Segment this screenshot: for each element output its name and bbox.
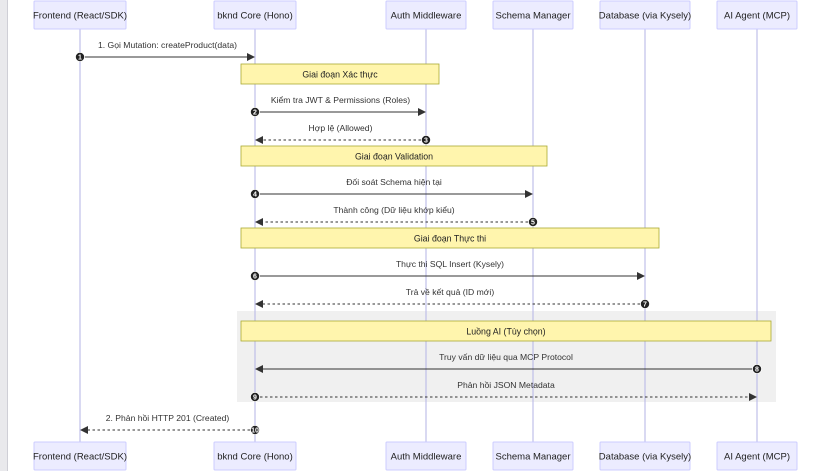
sequence-number-badge	[249, 424, 260, 435]
note-validation-phase: Giai đoạn Validation	[240, 145, 548, 167]
actor-label: AI Agent (MCP)	[724, 11, 790, 22]
message-5: Thành công (Dữ liệu khớp kiểu) 5	[255, 205, 539, 227]
sequence-number: 7	[643, 301, 647, 308]
sequence-number: 10	[251, 427, 259, 434]
sequence-number-badge	[75, 52, 86, 63]
window-edge	[0, 0, 8, 471]
message-label: 2. Phản hồi HTTP 201 (Created)	[106, 413, 230, 423]
actor-bottom-auth: Auth Middleware	[385, 441, 467, 471]
sequence-number-badge	[752, 363, 763, 374]
sequence-number-badge	[249, 270, 260, 281]
message-3: Hợp lệ (Allowed) 3	[255, 123, 431, 145]
sequence-number-badge	[640, 298, 651, 309]
actor-bottom-ai: AI Agent (MCP)	[716, 441, 798, 471]
note-label: Giai đoạn Xác thực	[302, 69, 378, 79]
sequence-number: 8	[755, 366, 759, 373]
note-auth-phase: Giai đoạn Xác thực	[240, 63, 440, 85]
sequence-number: 5	[531, 219, 535, 226]
message-label: Thực thi SQL Insert (Kysely)	[396, 259, 504, 269]
actor-label: Frontend (React/SDK)	[33, 452, 127, 463]
actor-top-ai: AI Agent (MCP)	[716, 0, 798, 30]
sequence-number: 9	[253, 394, 257, 401]
actor-label: bknd Core (Hono)	[217, 11, 293, 22]
message-label: Phản hồi JSON Metadata	[457, 380, 555, 390]
message-label: Đối soát Schema hiện tại	[346, 177, 442, 187]
sequence-number: 3	[424, 137, 428, 144]
actor-top-frontend: Frontend (React/SDK)	[33, 0, 127, 30]
message-2: Kiểm tra JWT & Permissions (Roles) 2	[249, 95, 426, 118]
actor-label: Database (via Kysely)	[599, 452, 691, 463]
message-label: Trả về kết quả (ID mới)	[406, 287, 495, 297]
actor-bottom-frontend: Frontend (React/SDK)	[33, 441, 127, 471]
message-label: 1. Gọi Mutation: createProduct(data)	[98, 40, 237, 50]
actor-label: Auth Middleware	[391, 452, 462, 463]
note-ai-phase: Luồng AI (Tùy chọn)	[240, 320, 772, 342]
note-exec-phase: Giai đoạn Thực thi	[240, 227, 660, 249]
actor-bottom-schema: Schema Manager	[492, 441, 574, 471]
sequence-number-badge	[528, 216, 539, 227]
actor-top-db: Database (via Kysely)	[599, 0, 691, 30]
message-10: 2. Phản hồi HTTP 201 (Created) 10	[80, 413, 260, 435]
sequence-number: 1	[78, 54, 82, 61]
sequence-number: 2	[253, 109, 257, 116]
actor-label: AI Agent (MCP)	[724, 452, 790, 463]
message-4: Đối soát Schema hiện tại 4	[249, 177, 533, 199]
actor-label: Database (via Kysely)	[599, 11, 691, 22]
note-label: Luồng AI (Tùy chọn)	[466, 326, 545, 336]
actor-label: Schema Manager	[496, 11, 571, 22]
message-1: 1. Gọi Mutation: createProduct(data) 1	[75, 40, 255, 63]
actor-label: bknd Core (Hono)	[217, 452, 293, 463]
sequence-number-badge	[249, 107, 260, 118]
sequence-number-badge	[249, 391, 260, 402]
actor-top-auth: Auth Middleware	[385, 0, 467, 30]
message-8: Truy vấn dữ liệu qua MCP Protocol 8	[255, 352, 763, 374]
sequence-number: 4	[253, 191, 257, 198]
actor-label: Auth Middleware	[391, 11, 462, 22]
message-label: Hợp lệ (Allowed)	[309, 123, 373, 133]
sequence-number-badge	[249, 188, 260, 199]
message-6: Thực thi SQL Insert (Kysely) 6	[249, 259, 645, 281]
sequence-number-badge	[420, 134, 431, 145]
actor-label: Schema Manager	[496, 452, 571, 463]
message-label: Kiểm tra JWT & Permissions (Roles)	[271, 95, 410, 105]
message-9: Phản hồi JSON Metadata 9	[249, 380, 757, 402]
note-label: Giai đoạn Validation	[355, 151, 433, 161]
actor-top-schema: Schema Manager	[492, 0, 574, 30]
actor-bottom-core: bknd Core (Hono)	[213, 441, 297, 471]
message-label: Thành công (Dữ liệu khớp kiểu)	[333, 205, 454, 215]
note-label: Giai đoạn Thực thi	[414, 233, 486, 243]
sequence-number: 6	[253, 273, 257, 280]
actor-label: Frontend (React/SDK)	[33, 11, 127, 22]
actor-bottom-db: Database (via Kysely)	[599, 441, 691, 471]
message-label: Truy vấn dữ liệu qua MCP Protocol	[439, 352, 573, 362]
message-7: Trả về kết quả (ID mới) 7	[255, 287, 651, 309]
actor-top-core: bknd Core (Hono)	[213, 0, 297, 30]
